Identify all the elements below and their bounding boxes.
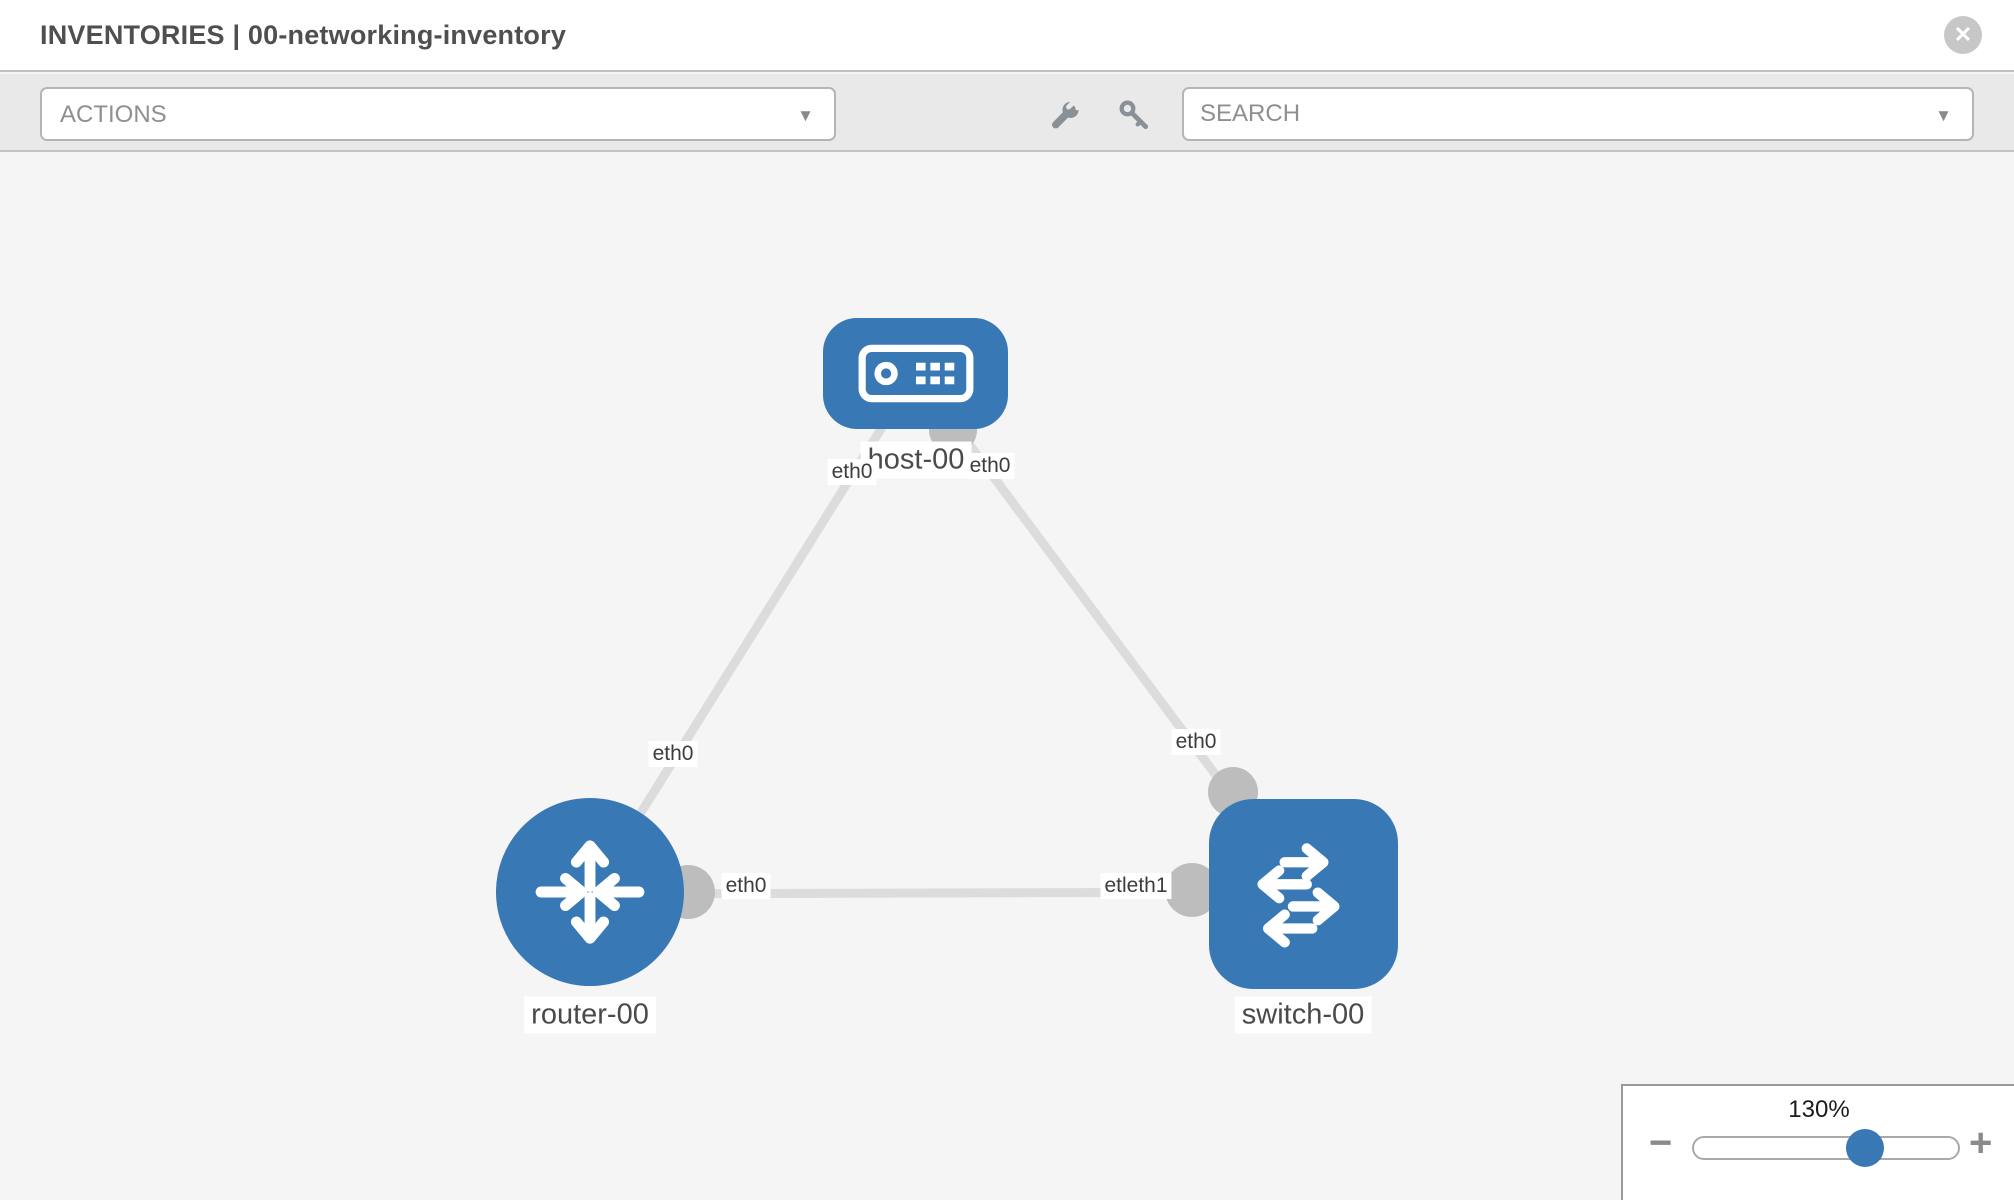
host-icon [858, 344, 973, 403]
node-switch-00[interactable] [1209, 799, 1398, 989]
actions-dropdown[interactable]: ACTIONS ▼ [40, 87, 836, 141]
zoom-out-button[interactable]: − [1649, 1121, 1673, 1165]
close-icon[interactable]: ✕ [1944, 16, 1982, 54]
zoom-slider-thumb[interactable] [1846, 1129, 1884, 1167]
toolbar: ACTIONS ▼ ▼ [0, 74, 2014, 152]
topology-canvas[interactable]: host-00 router-00 switch-00 eth0 eth0 et… [0, 154, 2014, 1200]
node-host-00[interactable] [823, 318, 1008, 429]
page-title: INVENTORIES | 00-networking-inventory [40, 20, 567, 50]
port-label: eth0 [721, 873, 771, 899]
connector-switch-left [1165, 863, 1219, 917]
chevron-down-icon[interactable]: ▼ [1935, 106, 1952, 125]
search-dropdown[interactable]: ▼ [1182, 87, 1974, 141]
switch-icon [1256, 843, 1340, 948]
port-label: eth0 [1171, 729, 1221, 755]
topology-links-layer [586, 370, 1307, 919]
port-label: eth0 [827, 459, 877, 485]
search-input[interactable] [1200, 95, 1900, 133]
router-icon [535, 840, 645, 944]
port-label: eth0 [648, 741, 698, 767]
node-label-switch: switch-00 [1234, 996, 1372, 1034]
zoom-slider-track[interactable] [1692, 1136, 1960, 1160]
node-label-router: router-00 [524, 996, 656, 1034]
node-label-host: host-00 [860, 441, 972, 479]
port-label: etleth1 [1100, 873, 1172, 899]
wrench-icon[interactable] [1049, 98, 1083, 132]
node-router-00[interactable] [496, 798, 684, 986]
zoom-control-panel: 130% − + [1621, 1084, 2014, 1200]
key-icon[interactable] [1117, 98, 1151, 132]
zoom-in-button[interactable]: + [1969, 1121, 1993, 1165]
chevron-down-icon[interactable]: ▼ [797, 106, 814, 125]
header: INVENTORIES | 00-networking-inventory ✕ [0, 0, 2014, 72]
zoom-percent: 130% [1788, 1096, 1850, 1123]
port-label: eth0 [965, 453, 1015, 479]
actions-dropdown-label: ACTIONS [60, 101, 167, 128]
